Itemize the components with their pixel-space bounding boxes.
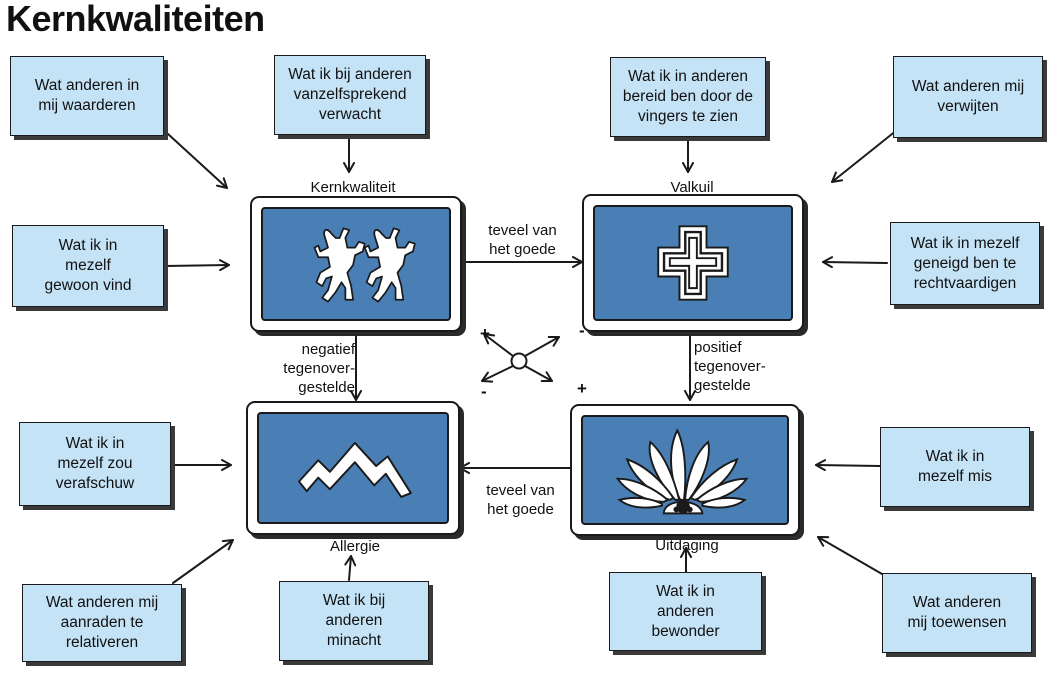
arrow-waarderen xyxy=(167,133,228,189)
note-bewonder: Wat ik in anderen bewonder xyxy=(609,572,762,651)
edge-label-left: negatief tegenover- gestelde xyxy=(283,341,355,396)
cross-icon xyxy=(657,225,729,301)
panel-uitdaging xyxy=(581,415,789,525)
note-mis: Wat ik in mezelf mis xyxy=(880,427,1030,507)
note-door-de-vingers: Wat ik in anderen bereid ben door de vin… xyxy=(610,57,766,137)
label-uitdaging: Uitdaging xyxy=(655,537,719,554)
arrow-minacht xyxy=(344,555,357,581)
arrow-rechtvaardigen xyxy=(822,256,888,269)
twin-figures-icon xyxy=(313,227,416,303)
note-relativeren: Wat anderen mij aanraden te relativeren xyxy=(22,584,182,662)
note-gewoon-vind: Wat ik in mezelf gewoon vind xyxy=(12,225,164,307)
edge-label-right: positief tegenover- gestelde xyxy=(694,339,766,394)
zigzag-mountain-icon xyxy=(298,441,412,498)
note-minacht: Wat ik bij anderen minacht xyxy=(279,581,429,661)
note-waarderen: Wat anderen in mij waarderen xyxy=(10,56,164,136)
panel-kernkwaliteit xyxy=(261,207,451,321)
arrow-toewensen xyxy=(817,536,883,575)
note-vanzelfsprekend: Wat ik bij anderen vanzelfsprekend verwa… xyxy=(274,55,426,135)
note-rechtvaardigen: Wat ik in mezelf geneigd ben te rechtvaa… xyxy=(890,222,1040,305)
frame-allergie xyxy=(246,401,460,535)
panel-allergie xyxy=(257,412,449,524)
sign-plus-left: + xyxy=(480,324,490,343)
panel-valkuil xyxy=(593,205,793,321)
sign-plus-right: + xyxy=(577,379,587,398)
arrow-verwijten xyxy=(831,129,898,183)
arrow-relativeren xyxy=(172,539,234,584)
frame-uitdaging xyxy=(570,404,800,536)
arrow-gewoon-vind xyxy=(164,259,230,272)
arrow-mis xyxy=(815,459,881,472)
label-allergie: Allergie xyxy=(329,538,381,555)
center-node xyxy=(510,352,528,370)
label-valkuil: Valkuil xyxy=(670,179,714,196)
page-title: Kernkwaliteiten xyxy=(6,0,265,39)
edge-label-top: teveel van het goede xyxy=(488,222,557,258)
edge-label-bottom: teveel van het goede xyxy=(486,482,555,518)
note-verafschuw: Wat ik in mezelf zou verafschuw xyxy=(19,422,171,506)
label-kernkwaliteit: Kernkwaliteit xyxy=(310,179,396,196)
sign-minus-left: - xyxy=(481,382,487,401)
note-toewensen: Wat anderen mij toewensen xyxy=(882,573,1032,653)
note-verwijten: Wat anderen mij verwijten xyxy=(893,56,1043,138)
frame-kernkwaliteit xyxy=(250,196,462,332)
sign-minus-right: - xyxy=(579,321,585,340)
frame-valkuil xyxy=(582,194,804,332)
fountain-icon xyxy=(615,428,749,515)
